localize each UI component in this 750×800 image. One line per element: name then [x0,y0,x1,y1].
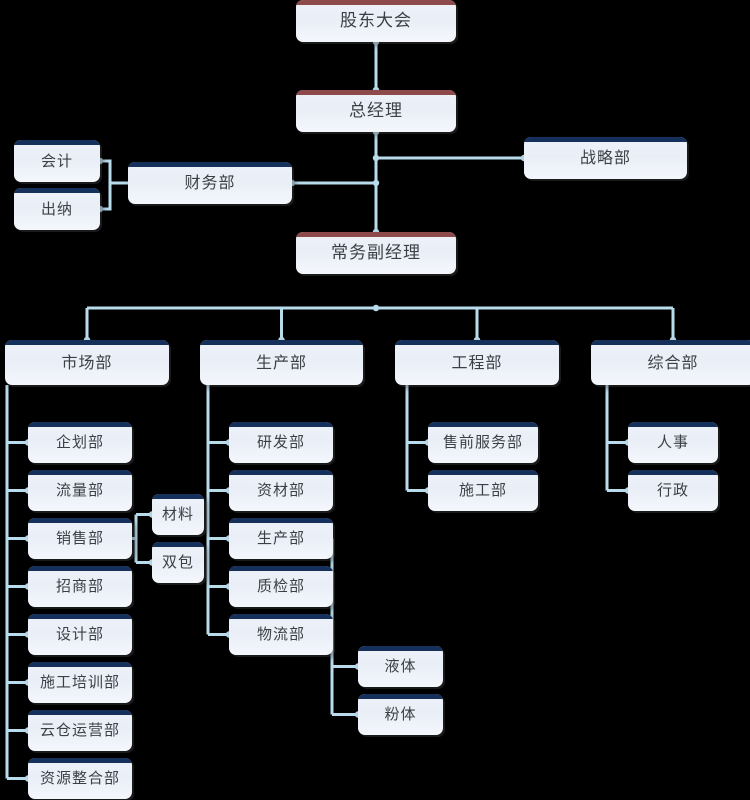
node-label: 资源整合部 [39,769,120,787]
node-traffic-dept[interactable]: 流量部 [28,470,132,511]
node-label: 施工部 [458,481,507,499]
node-label: 液体 [384,657,417,675]
node-label: 设计部 [55,625,104,643]
node-market-dept[interactable]: 市场部 [5,340,169,385]
node-label: 出纳 [40,199,73,218]
node-prod-sub-dept[interactable]: 生产部 [229,518,333,559]
node-logistics-dept[interactable]: 物流部 [229,614,333,655]
node-label: 战略部 [579,148,631,167]
node-label: 生产部 [256,529,305,547]
node-powder[interactable]: 粉体 [358,694,443,735]
node-label: 招商部 [55,577,104,595]
node-label: 质检部 [256,577,305,595]
node-construction-dept[interactable]: 施工部 [428,470,538,511]
node-label: 企划部 [55,433,104,451]
node-label: 总经理 [349,100,403,121]
node-label: 双包 [161,553,194,571]
node-accounting[interactable]: 会计 [14,140,100,182]
node-general-affairs-dept[interactable]: 综合部 [591,340,750,385]
node-engineering-dept[interactable]: 工程部 [395,340,559,385]
node-investment-dept[interactable]: 招商部 [28,566,132,607]
node-production-dept[interactable]: 生产部 [200,340,363,385]
node-materials-dept[interactable]: 资材部 [229,470,333,511]
node-finance-dept[interactable]: 财务部 [128,162,292,204]
node-label: 会计 [40,151,73,170]
node-materials[interactable]: 材料 [152,494,204,535]
node-cloud-warehouse-dept[interactable]: 云仓运营部 [28,710,132,751]
node-strategy-dept[interactable]: 战略部 [524,137,687,179]
node-planning-dept[interactable]: 企划部 [28,422,132,463]
node-label: 施工培训部 [39,673,120,691]
node-label: 销售部 [55,529,104,547]
node-admin[interactable]: 行政 [628,470,718,511]
node-general-manager[interactable]: 总经理 [296,90,456,132]
node-double-pack[interactable]: 双包 [152,542,204,583]
node-hr[interactable]: 人事 [628,422,718,463]
node-label: 股东大会 [340,10,412,31]
node-label: 人事 [656,433,689,451]
node-resource-integration-dept[interactable]: 资源整合部 [28,758,132,799]
node-label: 财务部 [184,173,236,192]
node-qc-dept[interactable]: 质检部 [229,566,333,607]
node-label: 资材部 [256,481,305,499]
node-label: 物流部 [256,625,305,643]
node-design-dept[interactable]: 设计部 [28,614,132,655]
node-label: 云仓运营部 [39,721,120,739]
node-label: 粉体 [384,705,417,723]
node-label: 行政 [656,481,689,499]
node-label: 流量部 [55,481,104,499]
node-construction-training-dept[interactable]: 施工培训部 [28,662,132,703]
node-label: 常务副经理 [331,242,421,263]
node-label: 市场部 [61,352,113,372]
node-label: 工程部 [451,352,503,372]
node-cashier[interactable]: 出纳 [14,188,100,230]
node-presales-service-dept[interactable]: 售前服务部 [428,422,538,463]
node-rd-dept[interactable]: 研发部 [229,422,333,463]
node-liquid[interactable]: 液体 [358,646,443,687]
node-sales-dept[interactable]: 销售部 [28,518,132,559]
node-label: 研发部 [256,433,305,451]
node-label: 综合部 [647,352,699,372]
node-label: 售前服务部 [442,433,523,451]
node-label: 生产部 [255,352,307,372]
node-label: 材料 [161,505,194,523]
node-exec-deputy-manager[interactable]: 常务副经理 [296,232,456,274]
node-shareholders-meeting[interactable]: 股东大会 [296,0,456,42]
